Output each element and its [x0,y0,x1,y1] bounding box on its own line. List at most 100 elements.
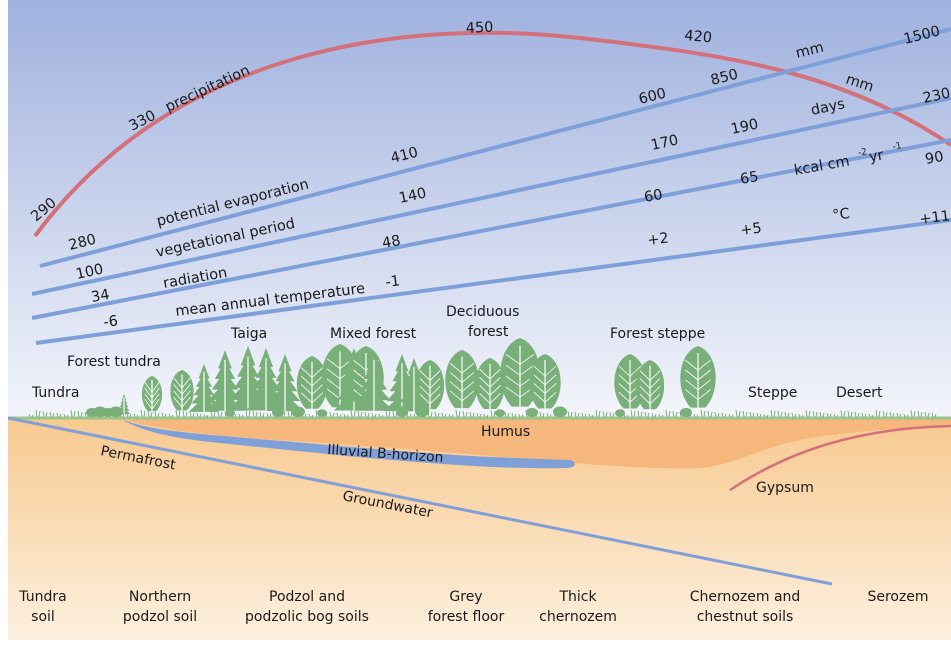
tree-branch [649,378,661,389]
tree-branch [489,376,501,388]
tree-branch [697,369,711,381]
tree-branch [649,370,661,381]
soil-label-line2: chestnut soils [697,609,794,625]
tree-branch [519,353,535,365]
shrub-icon [553,406,567,418]
rad-value-48: 48 [381,233,402,252]
tree-branch [479,393,491,404]
zone-label-deciduous-2: forest [468,324,509,340]
tree-branch [151,398,160,410]
temp-value-plus5: +5 [740,220,763,238]
soil-label-line2: chernozem [539,609,617,625]
tree-branch [326,378,341,390]
tree-branch [449,381,463,392]
veg-value-190: 190 [730,117,760,138]
temp-value-minus6: -6 [103,313,119,331]
tree-branch [429,385,441,397]
soil-label-line2: podzol soil [123,609,197,625]
tree-branch [629,365,642,377]
tree-branch [685,359,699,371]
tree-branch [311,375,324,387]
tree-branch [353,369,367,381]
zone-label-tundra: Tundra [31,385,79,401]
tree-branch [449,362,463,374]
tree-branch [173,390,183,402]
temperature-curve [35,218,951,345]
precip-value-420: 420 [684,28,713,46]
tree-branch [151,382,160,393]
shrub-icon [291,406,305,418]
temp-unit: °C [832,206,851,224]
tree-branch [311,392,324,404]
rad-unit-mid: yr [868,147,885,165]
soil-label-line1: Thick [558,589,597,605]
tree-branch [649,385,661,397]
tree-branch [300,367,313,378]
layer-label-gypsum: Gypsum [756,480,814,496]
shrub-icon [680,407,692,417]
groundwater-line [8,416,833,586]
soil-label-line1: Podzol and [269,589,345,605]
tree-branch [144,387,153,399]
rad-value-34: 34 [90,287,111,306]
tree-branch [649,393,661,405]
temp-value-plus2: +2 [647,230,670,248]
evap-value-850: 850 [709,67,740,89]
shrub-icon [396,407,408,417]
evap-value-410: 410 [389,145,420,167]
vegetation-illustration [28,338,937,418]
zone-label-deciduous-1: Deciduous [446,304,519,320]
tree-branch [544,391,557,403]
rad-value-65: 65 [739,169,760,188]
soil-label-line2: soil [31,609,55,625]
tree-branch [419,370,431,381]
tree-branch [461,372,475,383]
tree-branch [697,359,711,371]
tree-branch [353,359,367,371]
tree-branch [419,385,431,397]
tree-branch [533,374,546,386]
tree-branch [181,377,191,389]
soil-label-line2: forest floor [428,609,505,625]
tree-branch [449,372,463,383]
veg-value-230: 230 [922,86,951,107]
soil-label-line1: Grey [449,589,482,605]
tree-branch [618,391,631,403]
zone-label-forest-tundra: Forest tundra [67,354,161,370]
tree-branch [326,358,341,370]
evap-unit: mm [794,40,825,62]
tree-branch [479,376,491,388]
tree-branch [489,393,501,404]
evap-value-280: 280 [67,232,98,254]
tree-branch [429,393,441,405]
zone-label-desert: Desert [836,385,883,401]
tree-branch [618,365,631,377]
soil-label-line1: Chernozem and [690,589,801,605]
shrub-icon [109,406,123,418]
tree-branch [144,382,153,393]
tree-branch [479,385,491,396]
tree-branch [461,381,475,392]
veg-value-140: 140 [398,186,428,207]
rad-unit-exp1: -2 [857,147,868,158]
tree-branch [533,365,546,377]
veg-value-170: 170 [650,133,680,154]
tree-branch [639,370,651,381]
soil-label-line1: Tundra [18,589,66,605]
evap-value-600: 600 [637,86,668,108]
humus-layer [120,418,951,469]
tree-branch [618,383,631,394]
radiation-curve [31,138,951,320]
zone-label-steppe: Steppe [748,385,797,401]
tree-branch [151,387,160,399]
tree-branch [181,384,191,395]
tree-branch [173,397,183,408]
tree-branch [639,385,651,397]
tree-branch [505,386,521,398]
tree-branch [544,365,557,377]
tree-branch [489,368,501,380]
tree-branch [429,370,441,381]
tree-branch [685,389,699,400]
tree-branch [519,364,535,376]
veg-unit: days [810,96,847,119]
